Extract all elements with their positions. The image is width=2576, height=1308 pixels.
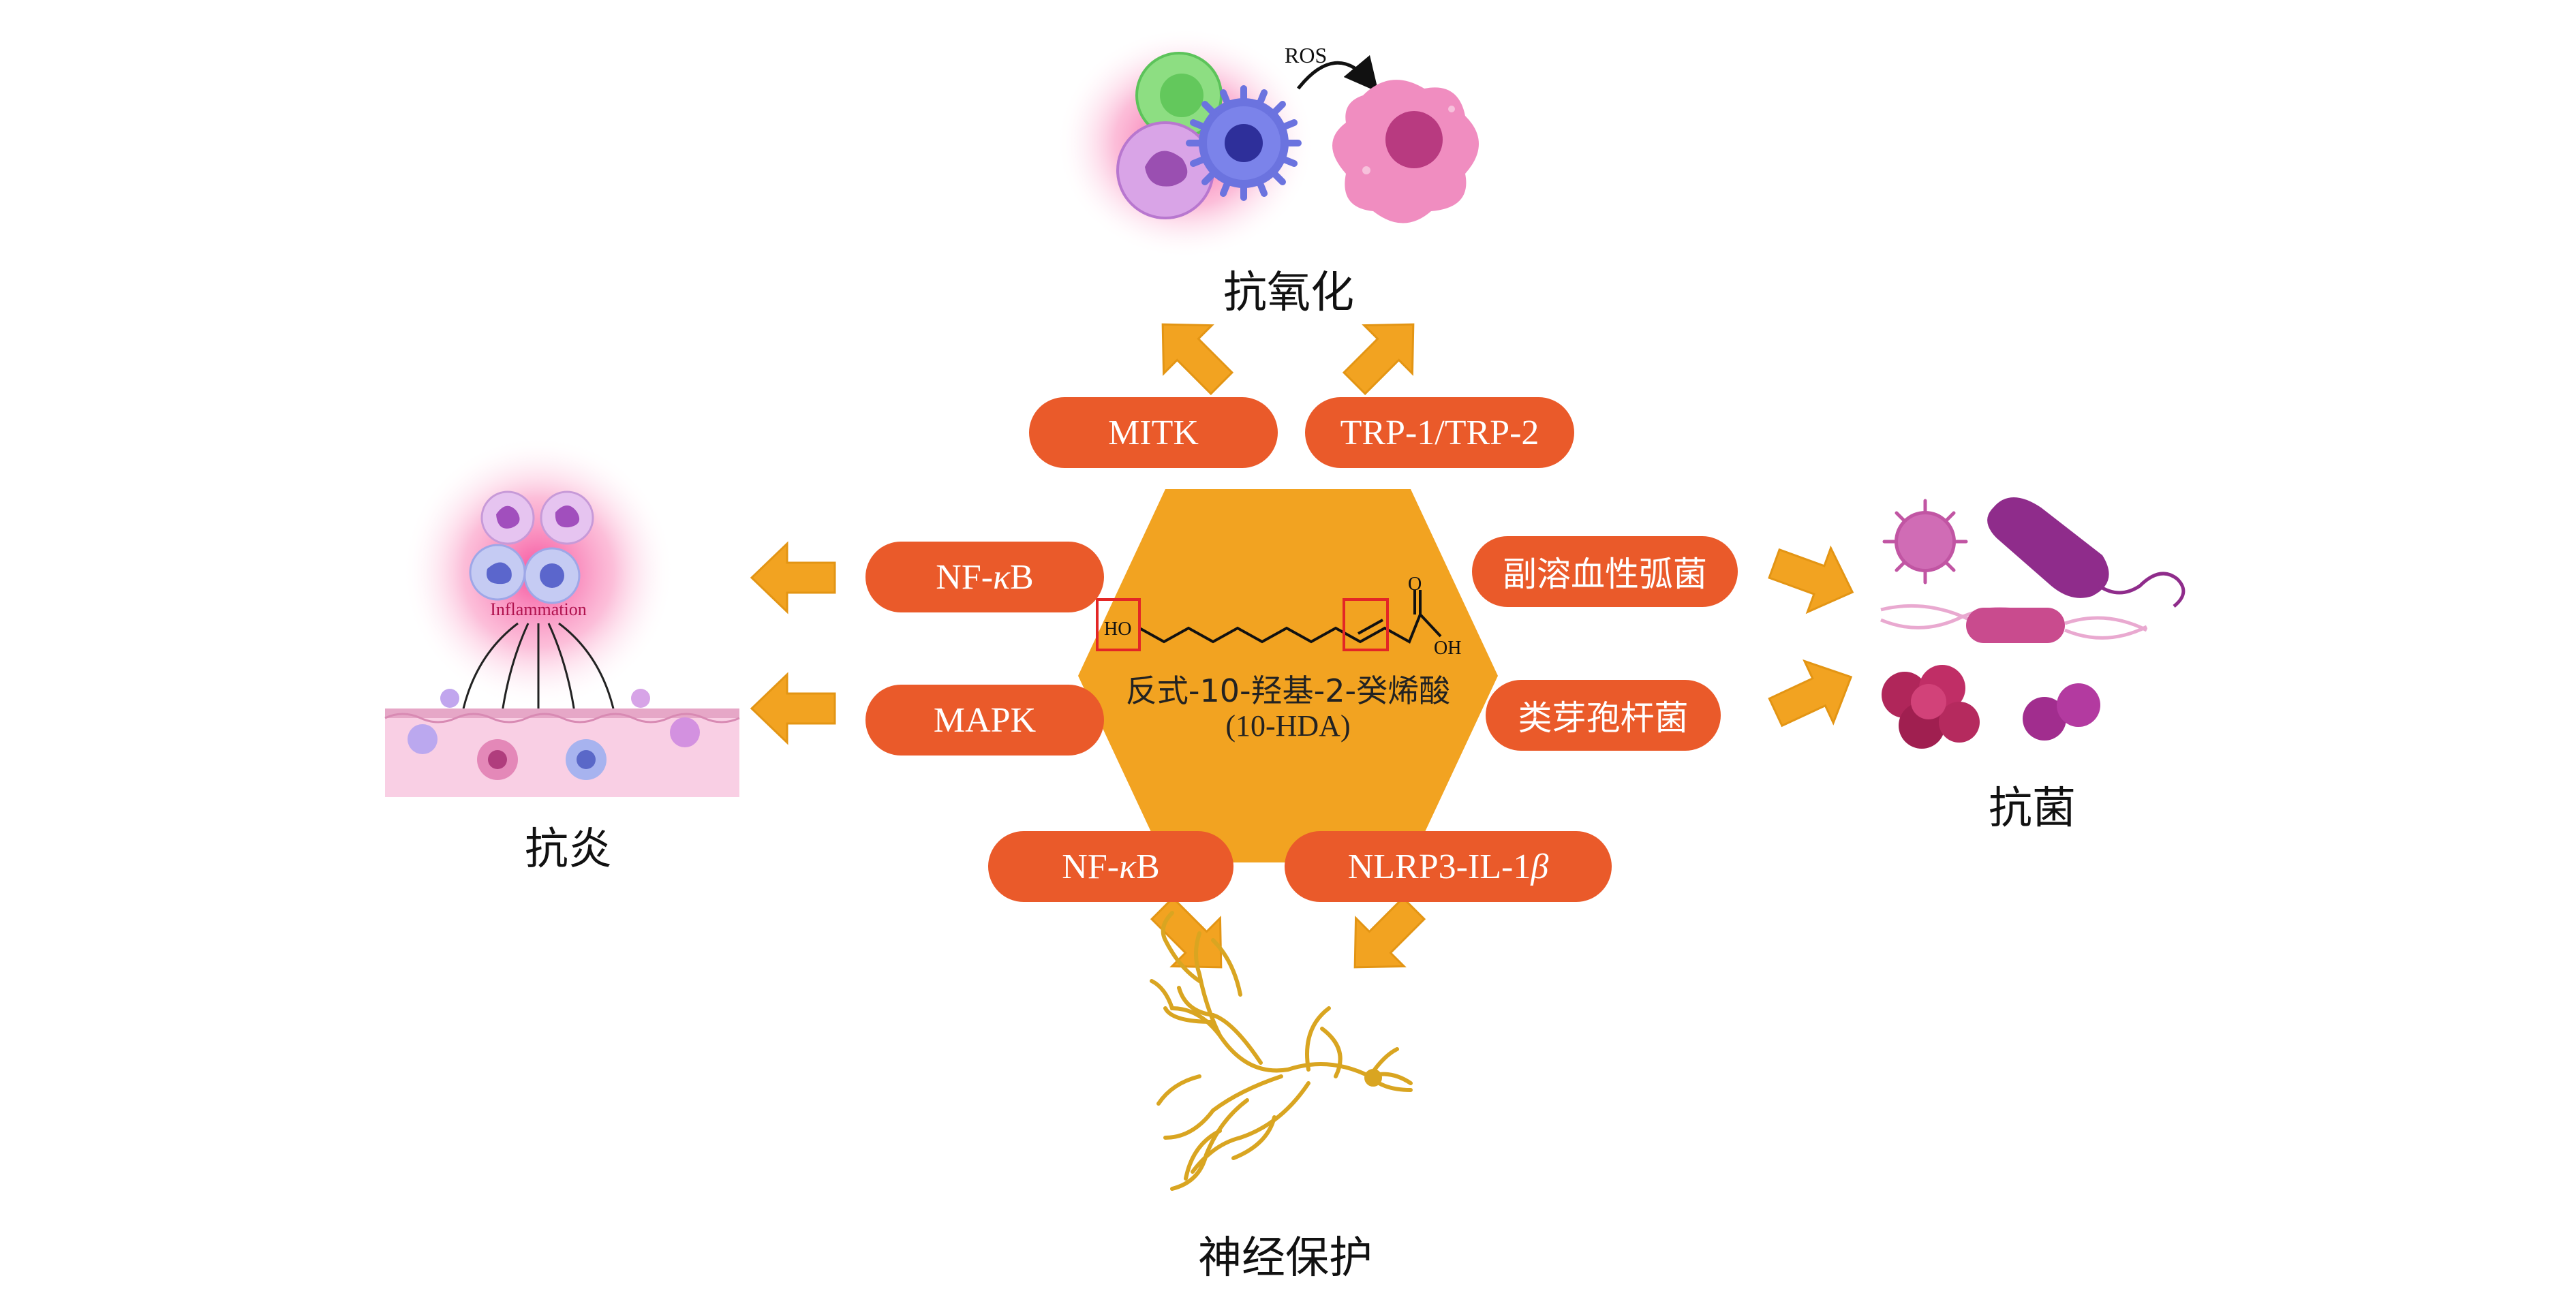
antioxidant-illustration (1056, 27, 1479, 259)
compound-abbreviation: (10-HDA) (1225, 709, 1351, 743)
molecule-o-label: O (1408, 574, 1422, 595)
ros-label: ROS (1285, 43, 1327, 67)
molecule-structure (1096, 590, 1442, 651)
neuroprotection-title: 神经保护 (1198, 1233, 1373, 1283)
antioxidant-title: 抗氧化 (1223, 268, 1354, 318)
arrows (750, 323, 1854, 969)
arrow-to-antiinflammatory-top (750, 541, 836, 614)
pathway-pill-vibrio: 副溶血性弧菌 (1472, 536, 1738, 607)
inflammation-label: Inflammation (490, 600, 587, 619)
diplococcus (2023, 683, 2100, 741)
arrow-to-antibacterial-bottom (1768, 659, 1853, 728)
pathway-label: MITK (1108, 413, 1199, 452)
pathway-label-prefix: NF- (936, 557, 994, 597)
arrow-to-antioxidant-right (1342, 323, 1415, 396)
center-hexagon (1078, 489, 1498, 862)
pathway-label: 类芽孢杆菌 (1518, 698, 1689, 738)
tissue (384, 689, 740, 797)
bacteria-illustration (1880, 497, 2186, 749)
pathway-label-symbol: κ (1119, 847, 1137, 886)
pathway-pill-paenibacillus: 类芽孢杆菌 (1486, 680, 1721, 751)
spiky-blue-cell (1186, 85, 1302, 201)
pathway-label-suffix: B (1010, 557, 1034, 597)
immune-cells (469, 490, 594, 604)
pathway-label-prefix: NLRP3-IL-1 (1347, 847, 1531, 886)
pathway-label: 副溶血性弧菌 (1503, 555, 1707, 594)
rod-bacterium-large (1987, 497, 2186, 608)
molecule-ho-label: HO (1104, 619, 1131, 640)
compound-name: 反式-10-羟基-2-癸烯酸 (1125, 672, 1451, 709)
ros-arrow (1297, 54, 1379, 93)
pathway-pill-mapk: MAPK (865, 685, 1104, 756)
antiinflammatory-title: 抗炎 (525, 824, 612, 875)
pathway-label-symbol: κ (993, 557, 1011, 597)
flagellated-bacterium (1880, 604, 2148, 643)
cluster-bacterium (1882, 665, 1980, 749)
pathway-label: MAPK (933, 700, 1037, 740)
arrow-to-neuroprotection-right (1353, 896, 1426, 969)
arrow-to-antiinflammatory-bottom (750, 672, 836, 745)
inflammation-arrows (462, 622, 615, 723)
inflammation-illustration (384, 436, 740, 797)
pathway-pill-trp: TRP-1/TRP-2 (1305, 397, 1574, 468)
antibacterial-title: 抗菌 (1989, 783, 2076, 834)
arrow-to-antioxidant-left (1161, 323, 1234, 396)
pathway-label: TRP-1/TRP-2 (1340, 413, 1539, 452)
neuron-illustration (1150, 911, 1413, 1191)
pathway-label-suffix: B (1136, 847, 1160, 886)
damaged-cell (1332, 80, 1479, 223)
pathway-label-prefix: NF- (1062, 847, 1120, 886)
virus-bacterium (1882, 499, 1968, 585)
pathway-label-symbol: β (1531, 847, 1549, 886)
pathway-pill-mitk: MITK (1029, 397, 1278, 468)
molecule-oh-label: OH (1434, 638, 1461, 659)
arrow-to-antibacterial-top (1768, 545, 1854, 614)
